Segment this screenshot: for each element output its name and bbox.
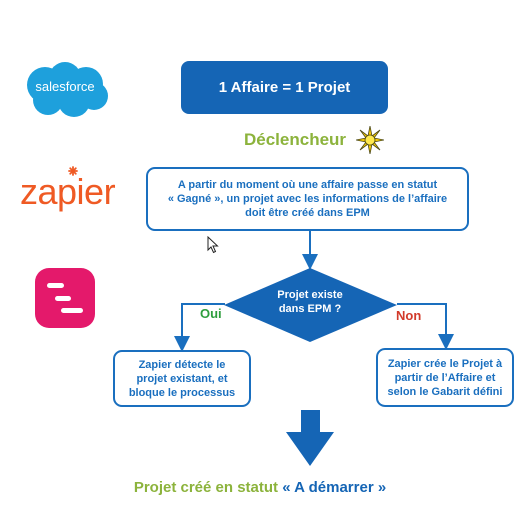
no-outcome-box: Zapier crée le Projet à partir de l’Affa… [376, 348, 514, 407]
trigger-line-3: doit être créé dans EPM [245, 207, 370, 219]
no-line-3: selon le Gabarit défini [387, 385, 503, 398]
result-text: Projet créé en statut « A démarrer » [0, 479, 520, 496]
salesforce-logo-icon [27, 62, 108, 117]
decision-diamond [224, 268, 397, 342]
trigger-label: Déclencheur [244, 130, 347, 149]
yes-line-1: Zapier détecte le [138, 358, 226, 371]
arrow-no-branch [397, 303, 454, 350]
no-label: Non [396, 308, 422, 323]
result-prefix: Projet créé en statut [133, 479, 283, 496]
zapier-asterisk-icon [68, 166, 78, 176]
salesforce-logo-text: salesforce [35, 79, 95, 94]
yes-line-2: projet existant, et [136, 372, 228, 385]
epm-logo-icon [35, 268, 95, 328]
sun-icon [356, 126, 384, 154]
trigger-line-2: « Gagné », un projet avec les informatio… [167, 193, 448, 205]
title-box: 1 Affaire = 1 Projet [181, 61, 388, 114]
big-down-arrow-icon [286, 410, 334, 466]
no-line-2: partir de l’Affaire et [394, 371, 496, 384]
yes-outcome-box: Zapier détecte le projet existant, et bl… [113, 350, 251, 407]
decision-line-2: dans EPM ? [278, 303, 342, 315]
arrow-yes-branch [174, 303, 225, 352]
zapier-logo-text: zapier [20, 171, 116, 212]
decision-line-1: Projet existe [277, 289, 343, 301]
decision-text: Projet existe dans EPM ? [248, 288, 372, 316]
trigger-description-box: A partir du moment où une affaire passe … [146, 167, 469, 231]
yes-line-3: bloque le processus [128, 386, 236, 399]
no-line-1: Zapier crée le Projet à [387, 357, 503, 370]
mouse-cursor-icon [207, 236, 219, 254]
yes-label: Oui [200, 306, 222, 321]
trigger-line-1: A partir du moment où une affaire passe … [177, 179, 438, 191]
result-status: « A démarrer » [282, 479, 387, 496]
